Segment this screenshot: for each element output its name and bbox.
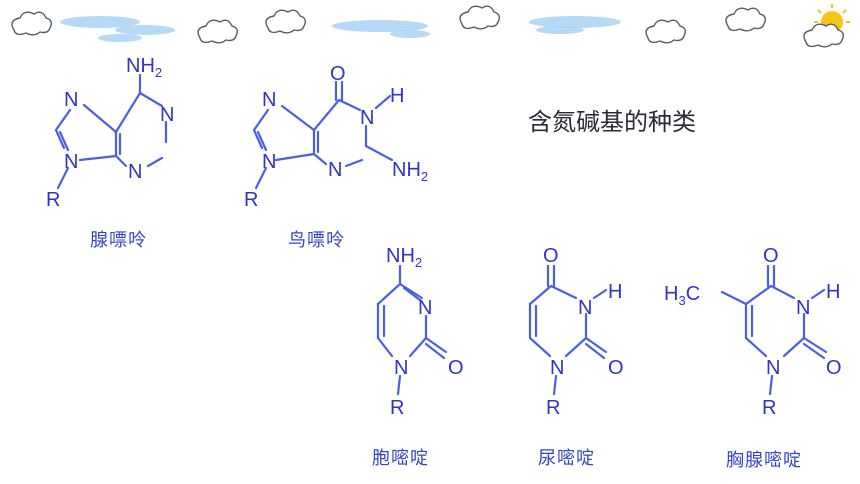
thymine-r: R <box>762 397 776 419</box>
guanine-bonds <box>252 80 394 190</box>
cytosine-name: 胞嘧啶 <box>372 448 429 469</box>
uracil-n1: N <box>550 357 564 379</box>
adenine-amino-label: NH2 <box>126 55 162 80</box>
adenine-n1: N <box>160 104 174 126</box>
adenine-name: 腺嘌呤 <box>90 230 147 251</box>
thymine-oxo2: O <box>826 357 842 379</box>
thymine-methyl-label: H3C <box>664 283 700 308</box>
slide-title: 含氮碱基的种类 <box>528 108 696 136</box>
uracil-oxo4: O <box>543 245 559 267</box>
adenine-bonds <box>54 73 168 190</box>
cytosine-bonds <box>376 264 448 396</box>
cloud-wisp <box>332 20 428 32</box>
cloud-icon <box>11 11 53 36</box>
adenine-amino: NH <box>126 55 155 77</box>
cloud-icon <box>459 5 501 30</box>
cloud-icon <box>645 19 687 44</box>
cytosine-amino-label: NH2 <box>386 245 422 270</box>
thymine-n3: N <box>796 297 810 319</box>
cytosine-r: R <box>390 397 404 419</box>
thymine-methyl-h: H <box>664 283 678 305</box>
thymine-n1: N <box>766 357 780 379</box>
thymine-name: 胸腺嘧啶 <box>726 450 802 471</box>
thymine-methyl-c: C <box>686 283 700 305</box>
adenine-n3: N <box>128 161 142 183</box>
cloud-wisp <box>536 26 584 34</box>
thymine-oxo4: O <box>763 245 779 267</box>
sun-icon <box>803 4 850 48</box>
decor-banner <box>11 4 850 48</box>
guanine-n9: N <box>262 151 276 173</box>
adenine-amino-sub: 2 <box>155 65 162 80</box>
adenine-n7: N <box>64 89 78 111</box>
adenine-n9: N <box>64 151 78 173</box>
cloud-wisp <box>60 16 140 28</box>
cloud-icon <box>197 19 239 44</box>
guanine-oxo: O <box>330 63 346 85</box>
uracil-r: R <box>546 397 560 419</box>
guanine-r: R <box>244 189 258 211</box>
cytosine-oxo: O <box>448 357 464 379</box>
cloud-wisp <box>98 34 142 42</box>
cloud-wisp <box>115 25 175 35</box>
adenine-r: R <box>46 189 60 211</box>
cytosine-structure: NH2 N N O R <box>376 245 464 419</box>
guanine-amino: NH <box>392 159 421 181</box>
cytosine-amino: NH <box>386 245 415 267</box>
guanine-n7: N <box>262 89 276 111</box>
adenine-structure: NH2 N N N N R <box>46 55 174 211</box>
guanine-name: 鸟嘌呤 <box>288 230 345 251</box>
guanine-nh: N <box>360 107 374 129</box>
guanine-n3: N <box>328 159 342 181</box>
uracil-h: H <box>608 281 622 303</box>
uracil-structure: O N H N O R <box>528 245 624 419</box>
thymine-methyl-sub: 3 <box>678 293 685 308</box>
cytosine-amino-sub: 2 <box>415 255 422 270</box>
uracil-n3: N <box>578 297 592 319</box>
uracil-name: 尿嘧啶 <box>538 448 595 469</box>
thymine-structure: H3C O N H N O R <box>664 245 842 419</box>
uracil-oxo2: O <box>608 357 624 379</box>
cytosine-n1: N <box>394 357 408 379</box>
cloud-wisp <box>390 30 430 38</box>
guanine-h: H <box>390 85 404 107</box>
cytosine-n3: N <box>418 297 432 319</box>
guanine-amino-sub: 2 <box>421 169 428 184</box>
guanine-structure: O N H N N N NH2 R <box>244 63 428 211</box>
thymine-h: H <box>826 281 840 303</box>
cloud-wisp <box>529 16 621 28</box>
guanine-amino-label: NH2 <box>392 159 428 184</box>
cloud-icon <box>725 7 767 32</box>
cloud-icon <box>265 9 307 34</box>
uracil-bonds <box>528 264 608 396</box>
thymine-bonds <box>720 264 828 396</box>
